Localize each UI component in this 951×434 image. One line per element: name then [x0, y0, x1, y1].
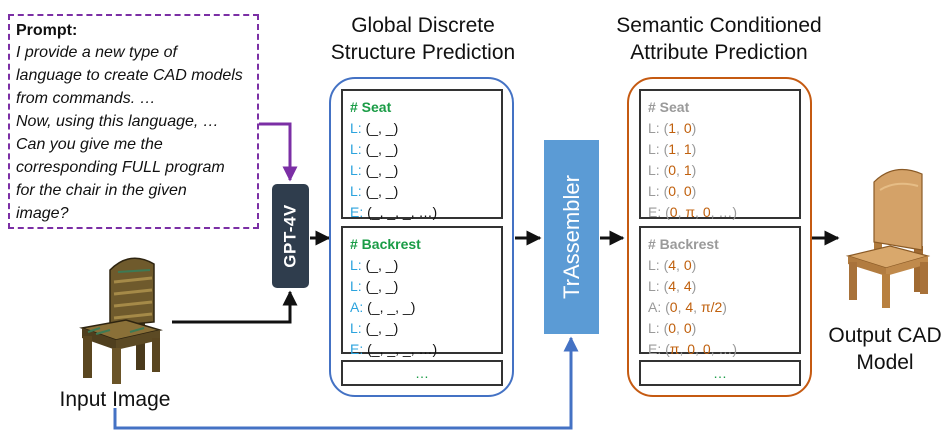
attribute-seat-title: # Seat	[648, 99, 690, 115]
input-chair-image	[79, 257, 163, 384]
prompt-line: I provide a new type of	[16, 44, 177, 61]
structure-header: Global Discrete Structure Prediction	[318, 12, 528, 66]
attribute-more-box: …	[639, 360, 801, 386]
structure-seat-box: # Seat L: (_, _) L: (_, _) L: (_, _) L: …	[341, 89, 503, 220]
output-label: Output CAD Model	[820, 322, 950, 376]
prompt-line: image?	[16, 205, 69, 222]
structure-seat-title: # Seat	[350, 99, 392, 115]
structure-more-box: …	[341, 360, 503, 386]
trassembler-label: TrAssembler	[558, 175, 584, 299]
prompt-box: Prompt: I provide a new type of language…	[8, 14, 259, 229]
trassembler-block: TrAssembler	[544, 140, 599, 334]
attribute-backrest-box: # Backrest L: (4, 0) L: (4, 4) A: (0, 4,…	[639, 226, 801, 357]
prompt-line: corresponding FULL program	[16, 159, 225, 176]
prompt-line: Can you give me the	[16, 136, 163, 153]
input-image-label: Input Image	[59, 388, 171, 411]
attribute-panel	[627, 77, 812, 397]
output-label-line: Model	[856, 351, 914, 374]
prompt-line: for the chair in the given	[16, 182, 187, 199]
gpt4v-label: GPT-4V	[280, 204, 300, 268]
output-label-line: Output CAD	[828, 324, 942, 347]
attribute-header-line: Semantic Conditioned	[616, 14, 822, 37]
prompt-to-gpt-arrow	[259, 122, 298, 182]
prompt-title: Prompt:	[16, 22, 78, 39]
structure-panel	[329, 77, 514, 397]
image-to-assembler-arrow	[113, 336, 579, 430]
structure-header-line: Structure Prediction	[330, 41, 516, 64]
output-chair-model	[845, 168, 931, 308]
gpt4v-block: GPT-4V	[272, 184, 309, 288]
image-to-gpt-arrow	[172, 290, 298, 324]
structure-backrest-box: # Backrest L: (_, _) L: (_, _) A: (_, _,…	[341, 226, 503, 357]
attribute-header: Semantic Conditioned Attribute Predictio…	[602, 12, 836, 66]
prompt-line: Now, using this language, …	[16, 113, 219, 130]
attribute-seat-box: # Seat L: (1, 0) L: (1, 1) L: (0, 1) L: …	[639, 89, 801, 220]
prompt-line: from commands. …	[16, 90, 156, 107]
attribute-header-line: Attribute Prediction	[630, 41, 808, 64]
structure-header-line: Global Discrete	[351, 14, 495, 37]
prompt-line: language to create CAD models	[16, 67, 243, 84]
attribute-backrest-title: # Backrest	[648, 236, 719, 252]
structure-backrest-title: # Backrest	[350, 236, 421, 252]
